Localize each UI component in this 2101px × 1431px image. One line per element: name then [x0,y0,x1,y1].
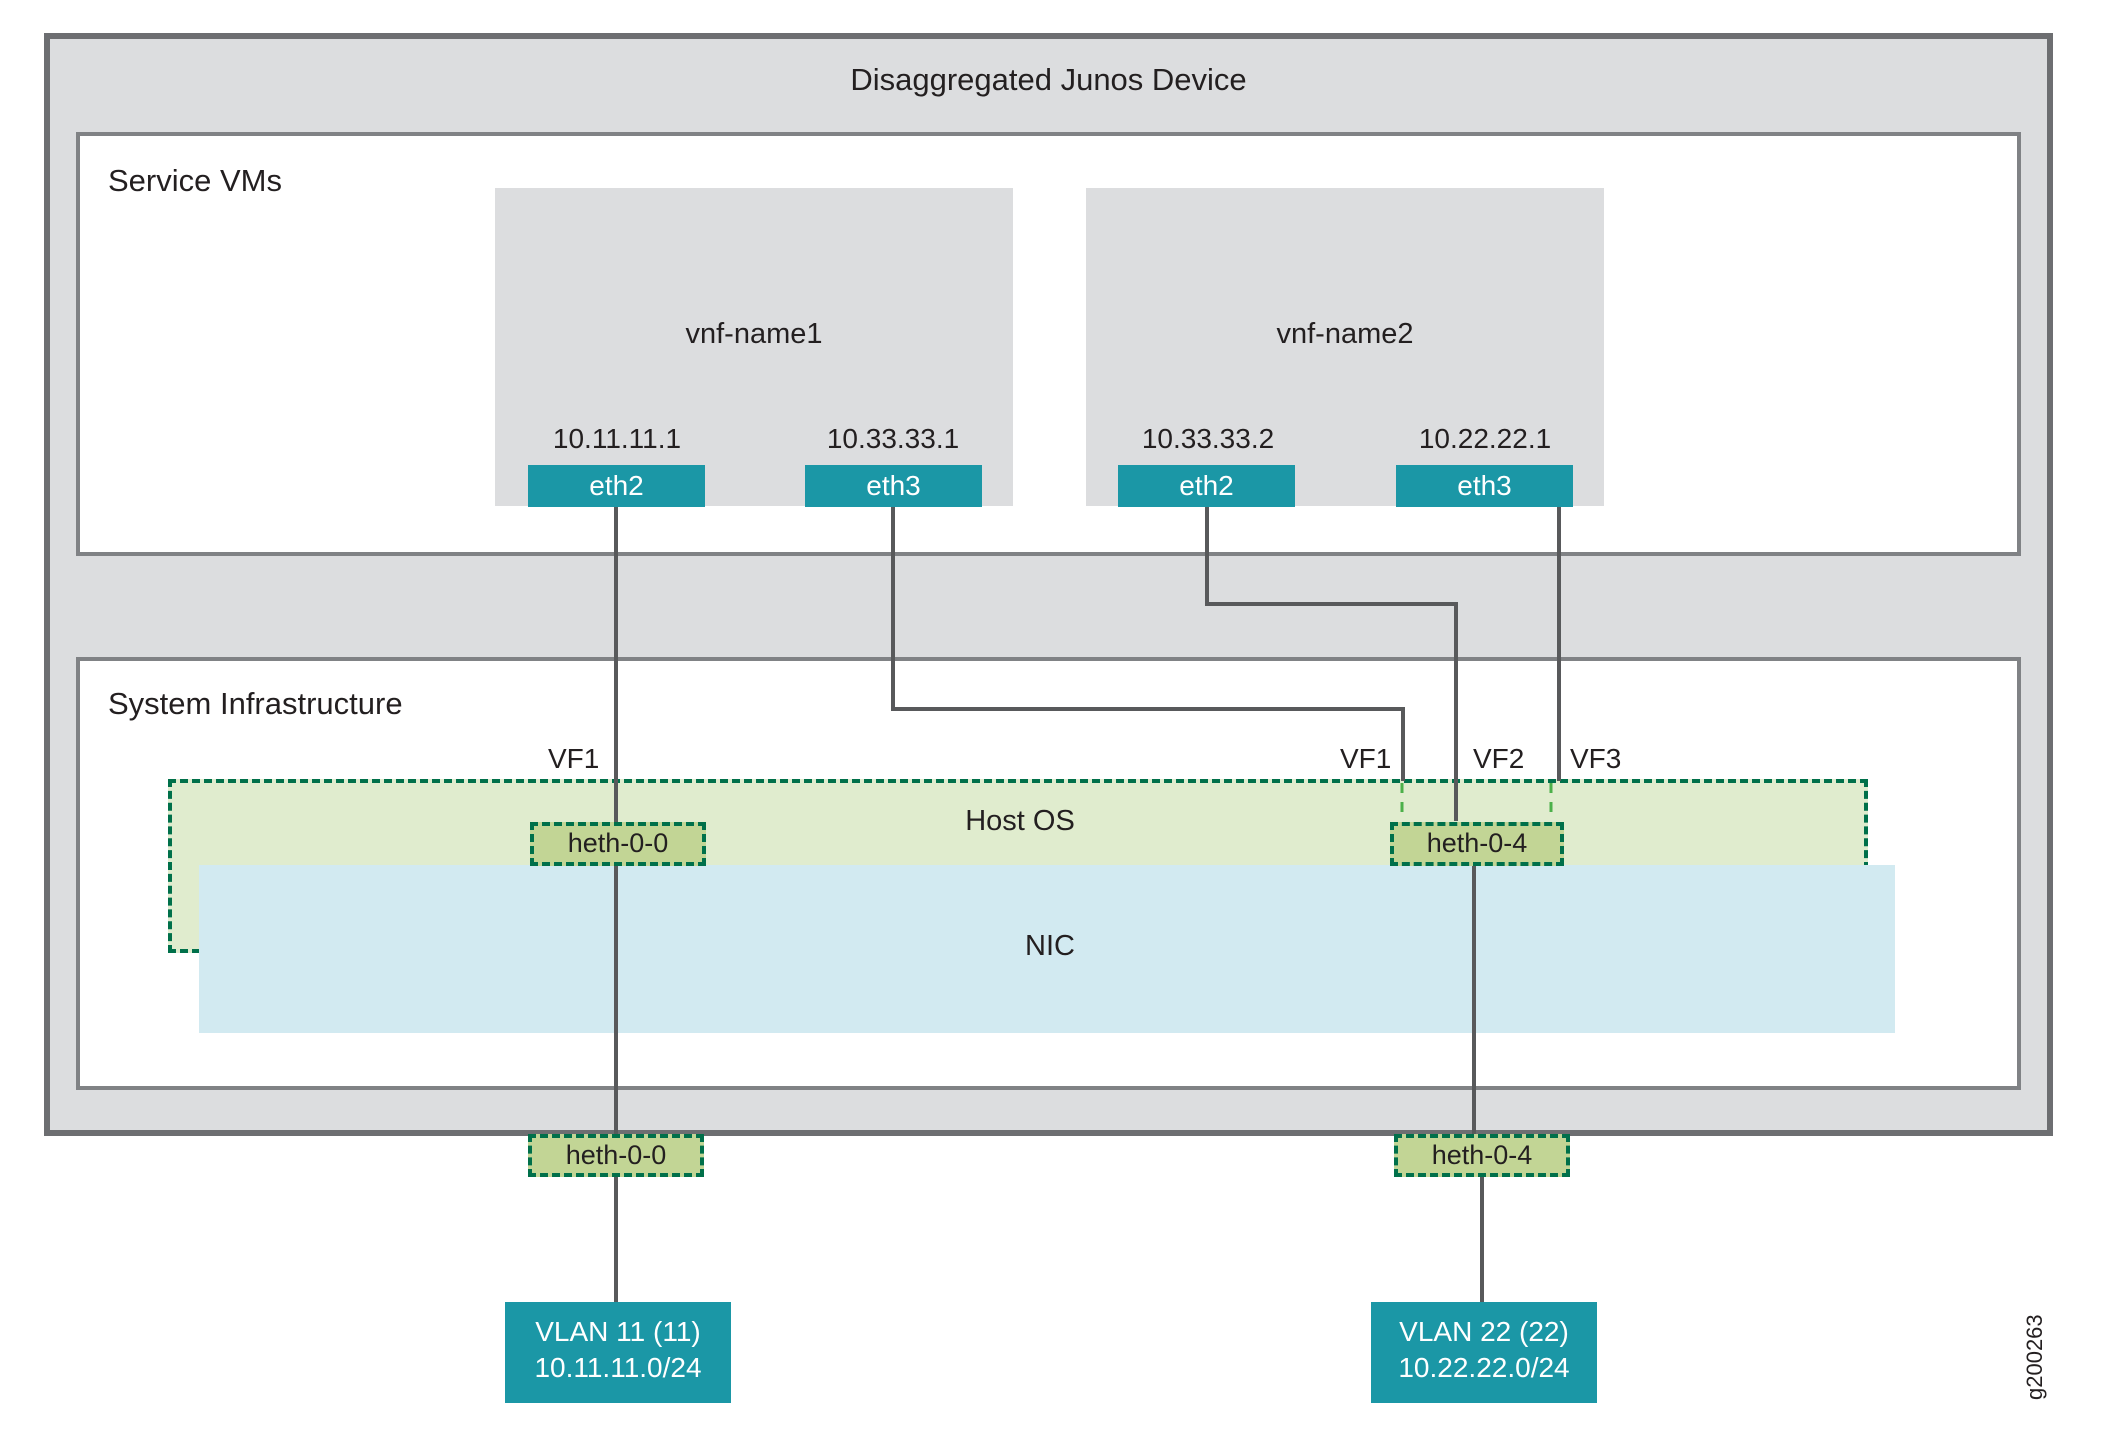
vnf-name-1: vnf-name1 [685,318,823,350]
vnf-box-1 [495,188,1013,506]
vf3-label: VF3 [1570,743,1622,774]
ext-port-heth-0-4: heth-0-4 [1394,1134,1570,1177]
service-vms-section [76,132,2021,556]
vnf2-eth2-port: eth2 [1118,465,1295,507]
link-vnf2-eth2-to-vf2 [1205,507,1458,821]
host-if-heth-0-0: heth-0-0 [530,822,706,866]
vnf1-eth3-port: eth3 [805,465,982,507]
vnf1-eth3-ip: 10.33.33.1 [826,423,960,454]
device-title: Disaggregated Junos Device [850,62,1247,97]
host-if-heth-0-4: heth-0-4 [1390,822,1564,866]
vf1-label-right: VF1 [1340,743,1392,774]
vnf2-eth2-ip: 10.33.33.2 [1141,423,1275,454]
service-vms-label: Service VMs [108,163,282,198]
ext-port-heth-0-0: heth-0-0 [528,1134,704,1177]
vlan-22-name: VLAN 22 (22) [1399,1316,1569,1347]
host-os-label: Host OS [965,805,1075,837]
vlan-22-box: VLAN 22 (22) 10.22.22.0/24 [1371,1302,1597,1403]
link-vnf1-eth3-to-vf1 [891,507,1405,781]
vlan-11-subnet: 10.11.11.0/24 [534,1352,702,1383]
vnf1-eth2-ip: 10.11.11.1 [552,423,682,454]
vlan-11-name: VLAN 11 (11) [535,1316,701,1347]
vnf-box-2 [1086,188,1604,506]
vf1-label-left: VF1 [548,743,600,774]
vf2-label: VF2 [1473,743,1525,774]
figure-id: g200263 [2022,1314,2047,1400]
nic-box [199,865,1895,1033]
system-infrastructure-label: System Infrastructure [108,686,403,721]
vnf2-eth3-ip: 10.22.22.1 [1418,423,1552,454]
vlan-22-subnet: 10.22.22.0/24 [1398,1352,1570,1383]
vnf-name-2: vnf-name2 [1276,318,1414,350]
nic-label: NIC [1025,930,1075,962]
vnf2-eth3-port: eth3 [1396,465,1573,507]
vlan-11-box: VLAN 11 (11) 10.11.11.0/24 [505,1302,731,1403]
vnf1-eth2-port: eth2 [528,465,705,507]
